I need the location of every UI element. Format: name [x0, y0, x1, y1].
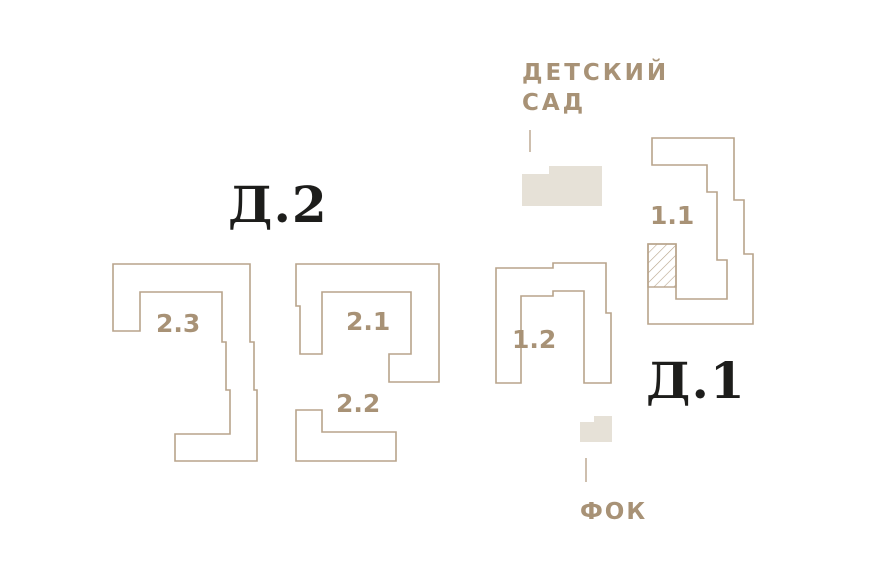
building-2-1-outline[interactable] — [295, 263, 440, 383]
district-label-d2: Д.2 — [228, 175, 328, 234]
building-2-2-outline[interactable] — [295, 409, 397, 462]
kindergarten-building[interactable] — [522, 166, 602, 206]
kindergarten-label-line2: САД — [522, 90, 586, 116]
kindergarten-label-line1: ДЕТСКИЙ — [522, 58, 669, 86]
district-label-d1: Д.1 — [646, 351, 746, 410]
sport-complex-building[interactable] — [580, 416, 612, 442]
building-2-1-label: 2.1 — [346, 307, 390, 336]
building-1-1-label: 1.1 — [650, 201, 694, 230]
building-1-2-outline[interactable] — [495, 262, 612, 384]
sport-complex-label: ФОК — [580, 499, 647, 525]
building-2-3-label: 2.3 — [156, 309, 200, 338]
building-1-1-outline[interactable] — [647, 137, 754, 325]
building-2-3-outline[interactable] — [112, 263, 258, 462]
building-2-2-label: 2.2 — [336, 389, 380, 418]
building-1-1-hatched-section — [647, 243, 677, 288]
building-1-2-label: 1.2 — [512, 325, 556, 354]
